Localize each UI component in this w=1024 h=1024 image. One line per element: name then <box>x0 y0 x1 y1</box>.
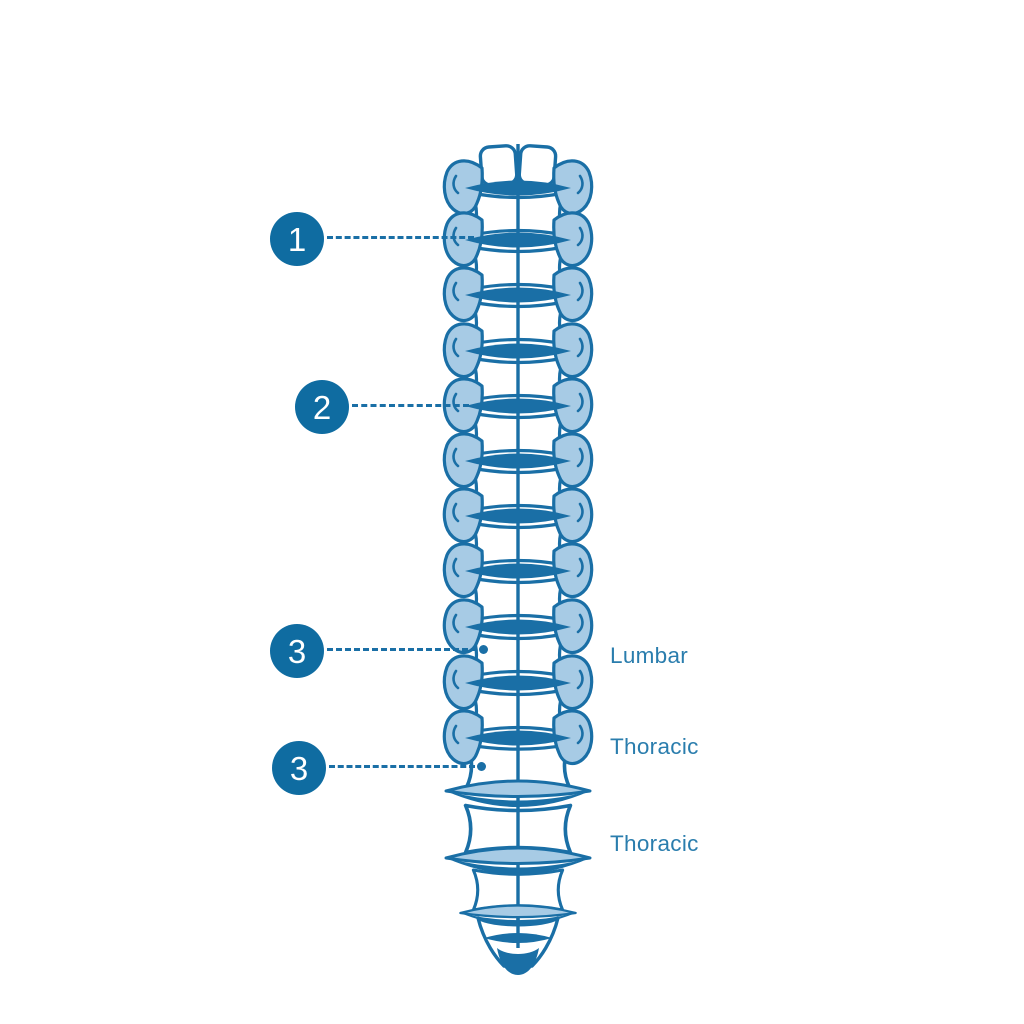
region-label-lumbar: Lumbar <box>610 643 689 668</box>
region-label-thoracic-2: Thoracic <box>610 831 699 856</box>
callout-badge-1: 1 <box>270 212 324 266</box>
leader-line-1 <box>327 236 474 239</box>
pointer-dot-3b <box>477 762 486 771</box>
leader-line-2 <box>352 404 469 407</box>
coccyx-tip <box>476 916 560 975</box>
callout-badge-3a: 3 <box>270 624 324 678</box>
callout-badge-3b: 3 <box>272 741 326 795</box>
region-label-thoracic-1: Thoracic <box>610 734 699 759</box>
superior-articular-caps <box>478 144 558 187</box>
callout-badge-2: 2 <box>295 380 349 434</box>
leader-line-3b <box>329 765 475 768</box>
leader-line-3a <box>327 648 477 651</box>
pointer-dot-3a <box>479 645 488 654</box>
